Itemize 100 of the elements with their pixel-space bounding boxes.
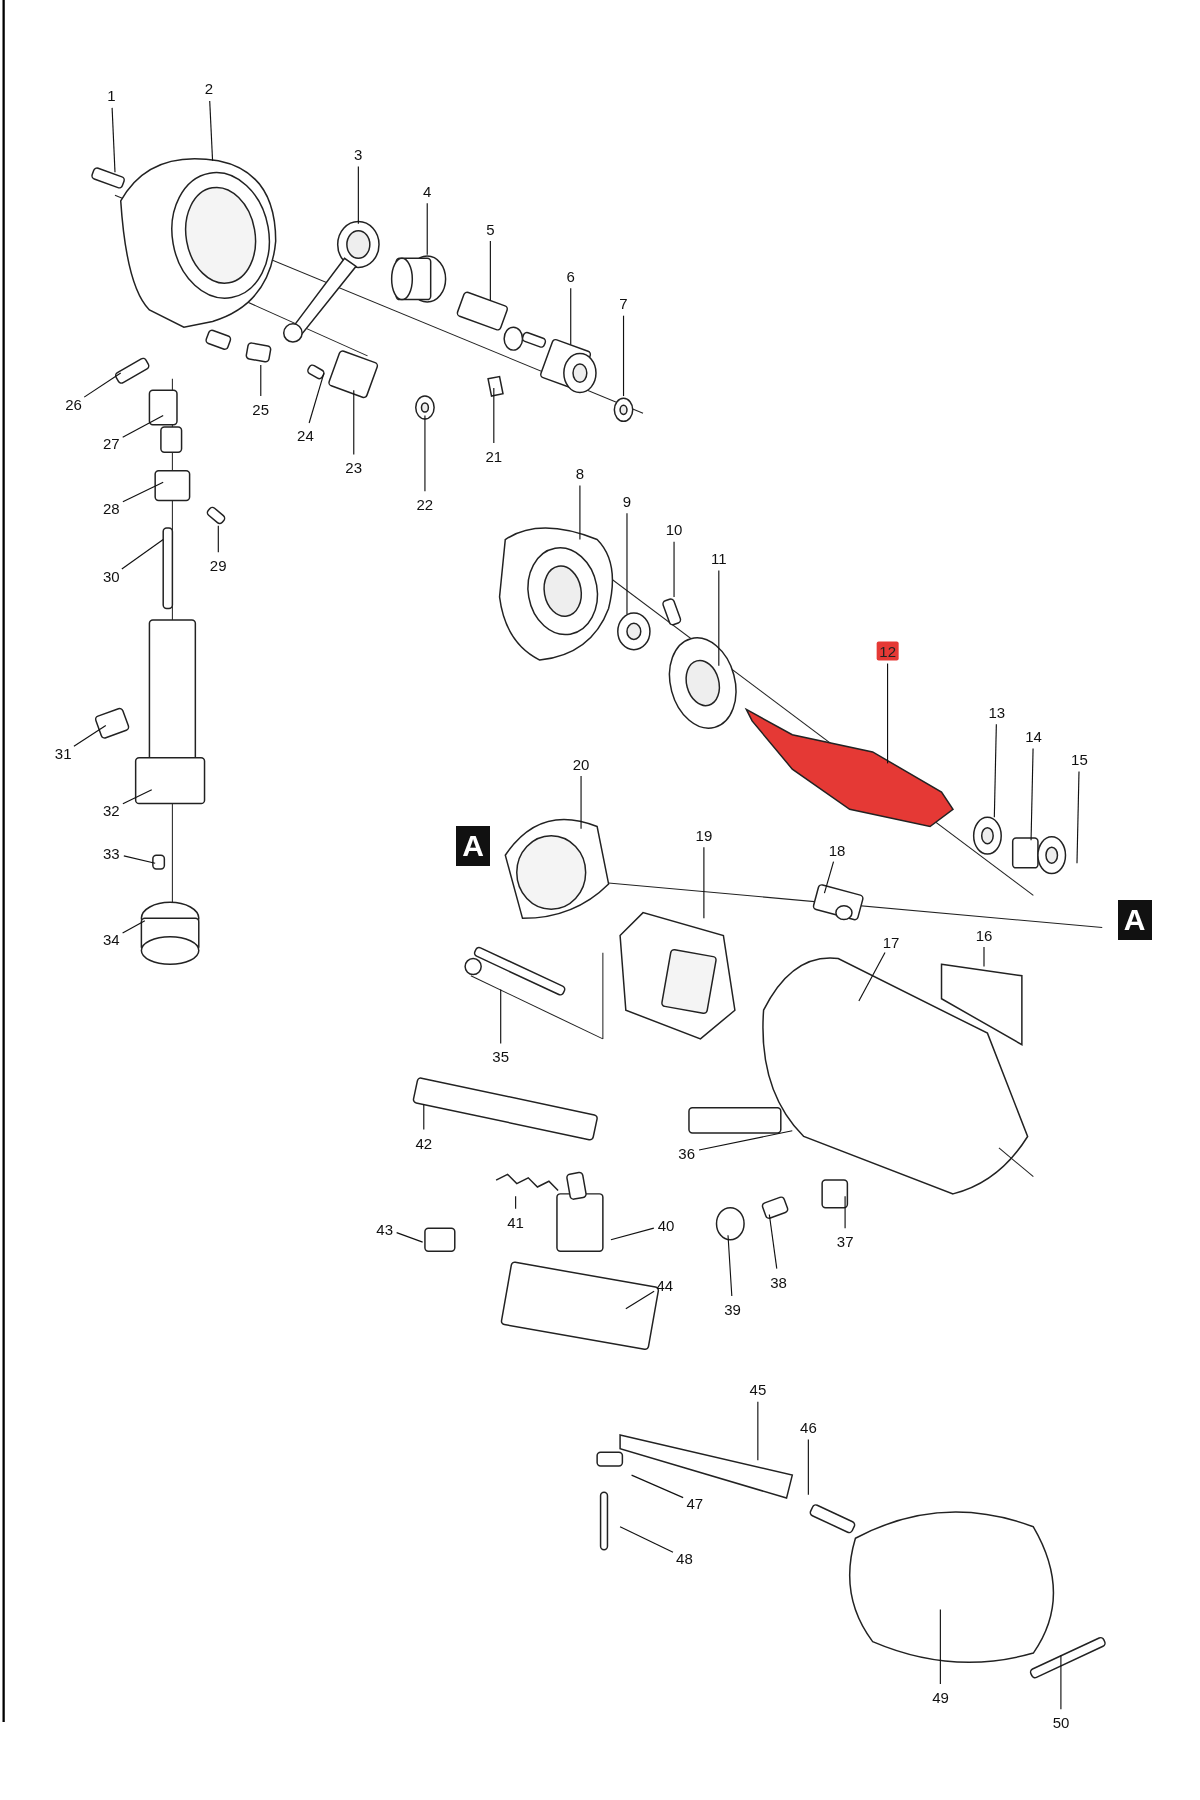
leader-line — [493, 387, 495, 444]
callout-number: 44 — [655, 1276, 675, 1294]
leader-line — [353, 389, 355, 456]
leader-line — [768, 1213, 778, 1270]
reference-letter: A — [456, 826, 491, 867]
leader-line — [807, 1438, 809, 1496]
callout-number: 6 — [565, 267, 576, 285]
callout-number: 5 — [485, 220, 496, 237]
callout-number: 21 — [484, 447, 504, 465]
leader-line — [73, 724, 107, 747]
leader-line — [570, 287, 572, 345]
callout-number: 1 — [106, 86, 117, 104]
callout-number: 33 — [102, 844, 121, 862]
leader-line — [626, 512, 628, 615]
leader-line — [757, 1401, 759, 1461]
leader-line — [122, 789, 153, 805]
leader-line — [993, 723, 997, 818]
leader-line — [1076, 770, 1080, 864]
callout-number: 40 — [656, 1216, 676, 1234]
leader-line — [622, 315, 625, 397]
leader-line — [122, 920, 146, 934]
leader-line — [939, 1608, 941, 1685]
leader-line — [515, 1195, 517, 1210]
leader-line — [122, 415, 164, 438]
leader-line — [610, 1227, 655, 1241]
callout-number: 25 — [251, 400, 270, 418]
callout-number: 46 — [799, 1418, 818, 1436]
callout-number: 2 — [203, 79, 215, 97]
leader-line — [217, 525, 219, 553]
callout-number: 20 — [571, 755, 591, 773]
callout-number: 16 — [974, 926, 994, 944]
leader-line — [619, 1526, 674, 1553]
leader-line — [123, 855, 156, 864]
leader-line — [1060, 1654, 1062, 1710]
leader-line — [1030, 747, 1034, 841]
leader-line — [698, 1130, 793, 1151]
callout-number: 29 — [208, 556, 228, 574]
callout-number: 9 — [621, 492, 633, 510]
leader-line — [121, 538, 164, 570]
callout-number: 42 — [414, 1134, 434, 1152]
leader-line — [423, 1103, 425, 1131]
callout-number: 8 — [574, 464, 586, 482]
leader-line — [703, 846, 705, 919]
callout-number: 28 — [102, 499, 121, 517]
callout-number: 7 — [618, 294, 629, 312]
callout-number: 48 — [675, 1549, 694, 1567]
leader-line — [308, 372, 325, 424]
leader-line — [718, 569, 720, 667]
leader-line — [823, 861, 835, 894]
callout-number: 18 — [827, 841, 847, 859]
callout-number: 26 — [64, 395, 83, 413]
callout-number: 10 — [664, 520, 684, 538]
callout-number: 19 — [694, 826, 714, 844]
leader-line — [83, 372, 122, 398]
callout-number: 37 — [835, 1232, 855, 1250]
callout-number: 24 — [296, 426, 315, 444]
leader-line — [631, 1474, 684, 1499]
leader-line — [260, 364, 262, 397]
callout-number: 47 — [685, 1494, 705, 1512]
leader-line — [426, 202, 428, 256]
callout-number: 38 — [769, 1273, 788, 1290]
callout-number: 27 — [102, 434, 121, 452]
leader-line — [887, 662, 889, 764]
callout-number: 17 — [881, 933, 901, 951]
leader-line — [489, 240, 491, 302]
leader-line — [844, 1195, 846, 1229]
callout-number: 23 — [344, 458, 363, 476]
callout-number: 30 — [102, 567, 121, 585]
callout-number: 15 — [1070, 750, 1089, 768]
callout-number: 3 — [353, 145, 364, 163]
leader-line — [396, 1232, 424, 1243]
callout-number: 36 — [677, 1144, 697, 1162]
callout-number: 45 — [748, 1380, 768, 1398]
callout-number: 14 — [1024, 727, 1043, 745]
callout-number: 11 — [710, 549, 728, 567]
callout-number: 35 — [491, 1047, 510, 1065]
callout-number: 22 — [415, 495, 435, 513]
leader-line — [122, 481, 164, 503]
leader-line — [580, 775, 582, 830]
leader-line — [673, 541, 675, 598]
leader-line — [424, 415, 426, 492]
leader-line — [357, 165, 359, 225]
callout-number: 13 — [987, 703, 1007, 721]
callout-number: 12 — [876, 641, 899, 661]
reference-letter: A — [1117, 899, 1152, 940]
callout-number: 39 — [723, 1300, 742, 1318]
callout-number: 41 — [506, 1213, 525, 1231]
callout-number: 50 — [1051, 1714, 1071, 1731]
callout-number: 31 — [53, 744, 73, 762]
leader-line — [625, 1290, 655, 1310]
callout-number: 49 — [931, 1688, 950, 1706]
callout-number: 4 — [422, 182, 433, 200]
leader-line — [579, 485, 581, 541]
leader-line — [858, 951, 886, 1002]
leader-line — [209, 100, 214, 162]
callout-number: 34 — [102, 930, 121, 948]
leader-line — [500, 988, 502, 1045]
callout-number: 32 — [102, 801, 121, 819]
leader-line — [111, 107, 116, 173]
leader-line — [983, 946, 985, 968]
